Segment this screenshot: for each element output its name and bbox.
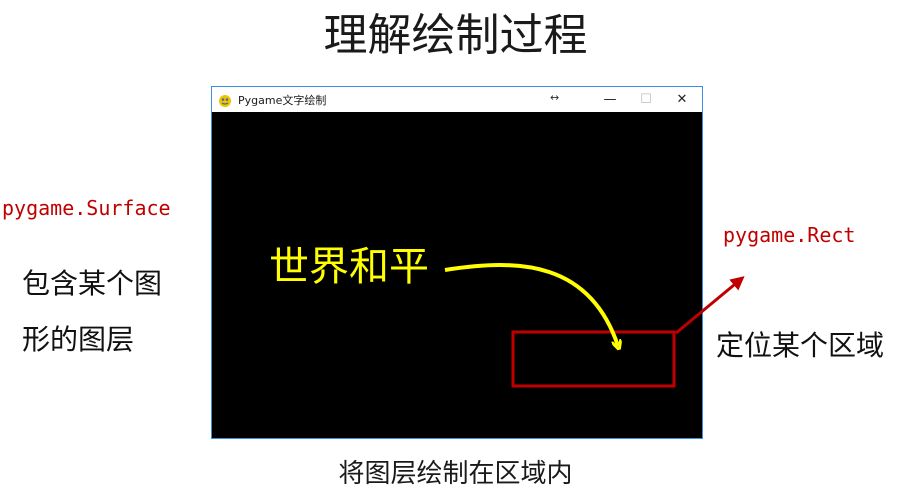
pygame-canvas[interactable]: 世界和平 (212, 112, 702, 438)
minimize-button[interactable]: — (603, 92, 617, 107)
window-titlebar[interactable]: Pygame文字绘制 ↔ — ☐ ✕ (212, 87, 702, 112)
slide-title: 理解绘制过程 (323, 10, 588, 61)
window-title: Pygame文字绘制 (238, 93, 327, 107)
resize-arrows-icon: ↔ (550, 91, 560, 104)
surface-description-line1: 包含某个图 (22, 267, 163, 300)
maximize-button[interactable]: ☐ (640, 92, 652, 107)
bottom-caption: 将图层绘制在区域内 (338, 459, 573, 489)
surface-code-label: pygame.Surface (2, 196, 171, 220)
rect-code-label: pygame.Rect (723, 223, 856, 247)
surface-description-line2: 形的图层 (22, 323, 135, 356)
pygame-snake-icon (218, 93, 232, 107)
rect-description: 定位某个区域 (716, 329, 885, 362)
pygame-window: Pygame文字绘制 ↔ — ☐ ✕ 世界和平 (211, 86, 703, 439)
close-button[interactable]: ✕ (676, 92, 688, 107)
canvas-text: 世界和平 (269, 244, 429, 290)
